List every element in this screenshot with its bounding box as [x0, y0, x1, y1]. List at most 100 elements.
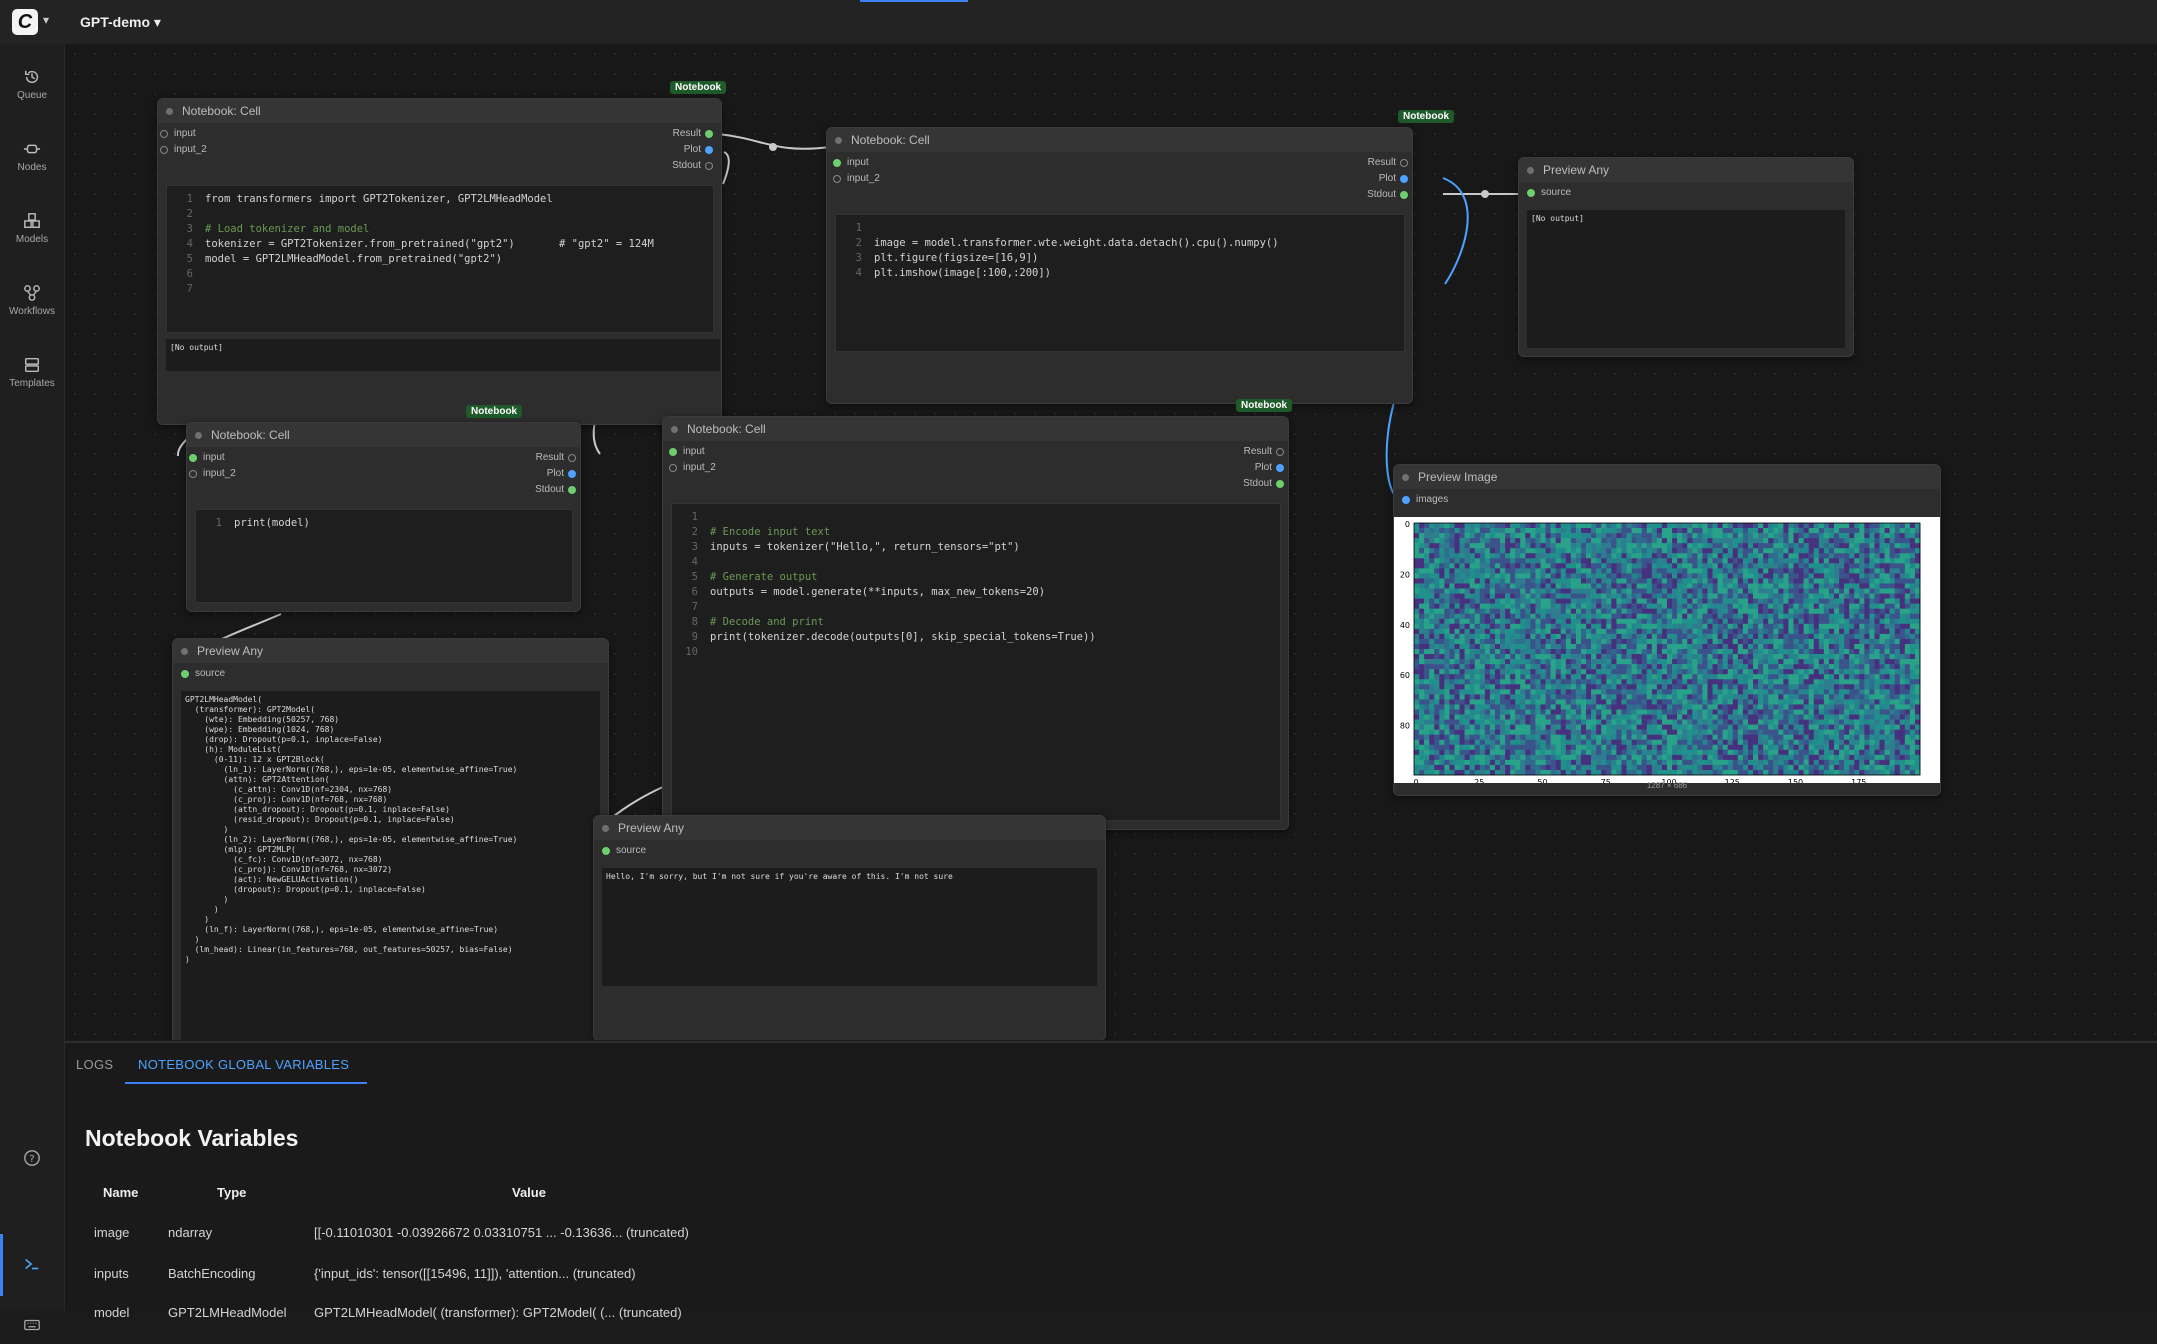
heatmap-cell — [1895, 543, 1900, 548]
heatmap-cell — [1419, 528, 1424, 533]
heatmap-cell — [1738, 730, 1743, 735]
heatmap-cell — [1819, 639, 1824, 644]
collapse-dot[interactable] — [195, 432, 202, 439]
heatmap-cell — [1627, 684, 1632, 689]
collapse-dot[interactable] — [602, 825, 609, 832]
heatmap-cell — [1454, 720, 1459, 725]
heatmap-cell — [1915, 694, 1920, 699]
heatmap-cell — [1505, 563, 1510, 568]
heatmap-cell — [1824, 699, 1829, 704]
port-stdout[interactable]: Stdout — [535, 484, 564, 495]
node-title-bar[interactable]: Notebook: Cell — [663, 417, 1288, 441]
port-input[interactable]: input — [174, 128, 196, 139]
heatmap-cell — [1596, 523, 1601, 528]
node-title-bar[interactable]: Notebook: Cell — [827, 128, 1412, 152]
collapse-dot[interactable] — [166, 108, 173, 115]
port-input[interactable]: input — [203, 452, 225, 463]
collapse-dot[interactable] — [835, 137, 842, 144]
heatmap-cell — [1505, 735, 1510, 740]
app-logo[interactable]: C — [12, 9, 38, 35]
sidebar-item-nodes[interactable]: Nodes — [0, 126, 64, 186]
port-source[interactable]: source — [1541, 187, 1571, 198]
terminal-button[interactable] — [0, 1246, 64, 1282]
port-result[interactable]: Result — [536, 452, 564, 463]
port-input-2[interactable]: input_2 — [203, 468, 236, 479]
heatmap-cell — [1485, 594, 1490, 599]
sidebar-item-models[interactable]: Models — [0, 198, 64, 258]
notebook-cell-node-load-model[interactable]: Notebook: Cell input input_2 Result Plot… — [157, 98, 722, 425]
heatmap-cell — [1535, 725, 1540, 730]
port-stdout[interactable]: Stdout — [672, 160, 701, 171]
port-plot[interactable]: Plot — [1379, 173, 1396, 184]
heatmap-cell — [1677, 720, 1682, 725]
help-button[interactable]: ? — [0, 1140, 64, 1176]
port-plot[interactable]: Plot — [1255, 462, 1272, 473]
port-input-2[interactable]: input_2 — [847, 173, 880, 184]
port-input[interactable]: input — [683, 446, 705, 457]
preview-any-node-generated-text[interactable]: Preview Any source Hello, I'm sorry, but… — [593, 815, 1106, 1040]
collapse-dot[interactable] — [181, 648, 188, 655]
chevron-down-icon[interactable]: ▾ — [43, 13, 49, 27]
node-title-bar[interactable]: Preview Image — [1394, 465, 1940, 489]
port-plot[interactable]: Plot — [684, 144, 701, 155]
port-input[interactable]: input — [847, 157, 869, 168]
port-images[interactable]: images — [1416, 494, 1448, 505]
node-title-bar[interactable]: Preview Any — [173, 639, 608, 663]
heatmap-cell — [1859, 558, 1864, 563]
port-source[interactable]: source — [616, 845, 646, 856]
notebook-cell-node-print-model[interactable]: Notebook: Cell input input_2 Result Plot… — [186, 422, 581, 612]
port-result[interactable]: Result — [1368, 157, 1396, 168]
heatmap-cell — [1556, 604, 1561, 609]
heatmap-cell — [1895, 538, 1900, 543]
collapse-dot[interactable] — [1402, 474, 1409, 481]
collapse-dot[interactable] — [671, 426, 678, 433]
port-input-2[interactable]: input_2 — [174, 144, 207, 155]
heatmap-cell — [1515, 568, 1520, 573]
notebook-cell-node-plot[interactable]: Notebook: Cell input input_2 Result Plot… — [826, 127, 1413, 404]
port-result[interactable]: Result — [1244, 446, 1272, 457]
heatmap-cell — [1652, 649, 1657, 654]
collapse-dot[interactable] — [1527, 167, 1534, 174]
port-source[interactable]: source — [195, 668, 225, 679]
heatmap-cell — [1804, 594, 1809, 599]
graph-canvas[interactable]: Notebook Notebook: Cell input input_2 Re… — [65, 44, 2157, 1040]
port-plot[interactable]: Plot — [547, 468, 564, 479]
heatmap-cell — [1733, 760, 1738, 765]
node-title-bar[interactable]: Preview Any — [594, 816, 1105, 840]
port-input-2[interactable]: input_2 — [683, 462, 716, 473]
heatmap-cell — [1434, 674, 1439, 679]
notebook-cell-node-generate[interactable]: Notebook: Cell input input_2 Result Plot… — [662, 416, 1289, 830]
heatmap-cell — [1475, 659, 1480, 664]
sidebar-item-templates[interactable]: Templates — [0, 342, 64, 402]
port-result[interactable]: Result — [673, 128, 701, 139]
heatmap-cell — [1707, 589, 1712, 594]
heatmap-cell — [1880, 538, 1885, 543]
sidebar-item-queue[interactable]: Queue — [0, 54, 64, 114]
heatmap-cell — [1763, 735, 1768, 740]
port-stdout[interactable]: Stdout — [1367, 189, 1396, 200]
node-title-bar[interactable]: Notebook: Cell — [158, 99, 721, 123]
heatmap-cell — [1520, 679, 1525, 684]
workflow-name-menu[interactable]: GPT-demo ▾ — [80, 14, 161, 31]
keyboard-button[interactable] — [0, 1308, 64, 1344]
sidebar-item-workflows[interactable]: Workflows — [0, 270, 64, 330]
preview-any-node-model[interactable]: Preview Any source GPT2LMHeadModel( (tra… — [172, 638, 609, 1040]
heatmap-cell — [1885, 594, 1890, 599]
preview-any-node-empty[interactable]: Preview Any source [No output] — [1518, 157, 1854, 357]
heatmap-cell — [1713, 664, 1718, 669]
heatmap-cell — [1718, 704, 1723, 709]
heatmap-cell — [1682, 604, 1687, 609]
node-title-bar[interactable]: Preview Any — [1519, 158, 1853, 182]
heatmap-cell — [1414, 583, 1419, 588]
heatmap-cell — [1768, 568, 1773, 573]
node-title-bar[interactable]: Notebook: Cell — [187, 423, 580, 447]
port-stdout[interactable]: Stdout — [1243, 478, 1272, 489]
heatmap-cell — [1571, 634, 1576, 639]
heatmap-cell — [1424, 619, 1429, 624]
heatmap-cell — [1576, 694, 1581, 699]
